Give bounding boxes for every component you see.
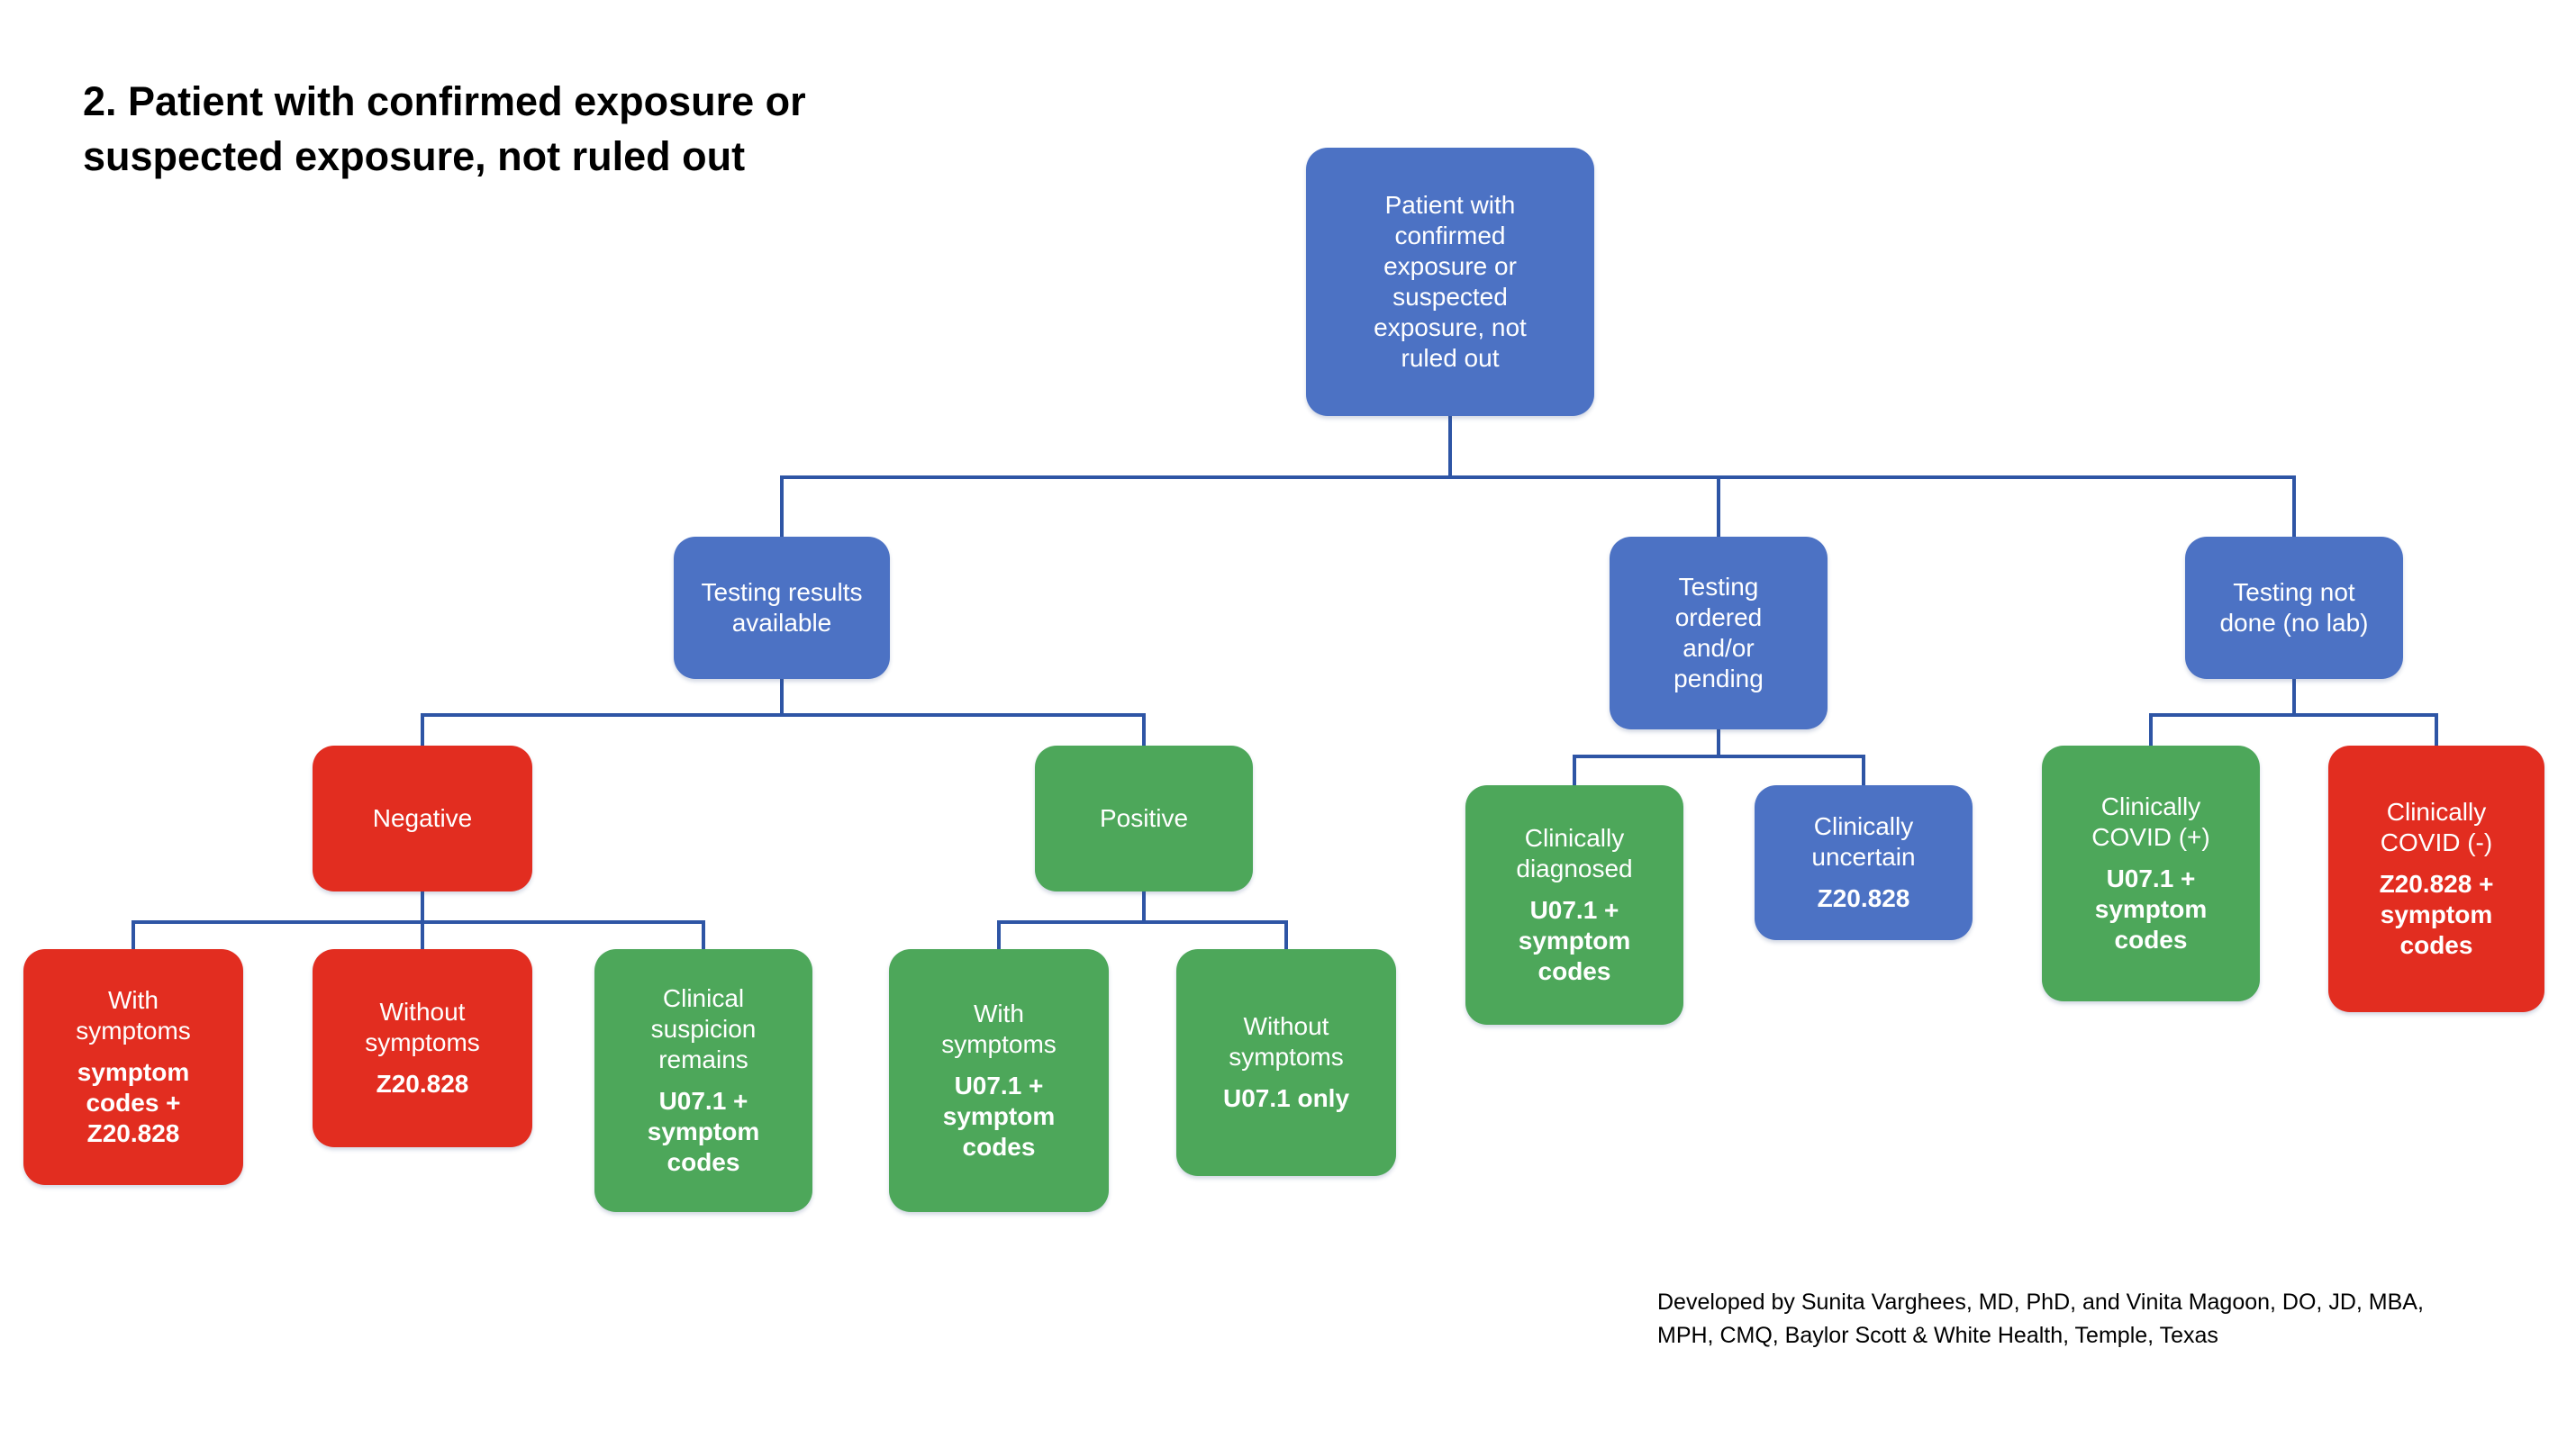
node-label: Clinically diagnosed [1516,823,1633,882]
node-label: Testing ordered and/or pending [1673,572,1764,693]
connector-results-stem [780,679,784,713]
connector-notdone-child1 [2149,713,2153,746]
node-positive: Positive [1035,746,1253,891]
connector-positive-child2 [1284,920,1288,949]
node-testing-not-done: Testing not done (no lab) [2185,537,2403,679]
connector-results-to-negative [421,713,424,746]
connector-level1-middle [1717,475,1720,537]
node-positive-without-symptoms: Without symptoms U07.1 only [1176,949,1396,1176]
connector-notdone-stem [2292,679,2296,713]
node-label: With symptoms [941,999,1057,1058]
node-testing-results-available: Testing results available [674,537,890,679]
connector-ordered-stem [1717,729,1720,755]
node-code: U07.1 + symptom codes [942,1071,1056,1162]
node-clinical-suspicion-remains: Clinical suspicion remains U07.1 + sympt… [594,949,812,1212]
node-label: Patient with confirmed exposure or suspe… [1374,190,1527,373]
page-title: 2. Patient with confirmed exposure or su… [83,78,806,180]
node-code: symptom codes + Z20.828 [77,1057,190,1148]
connector-negative-child3 [702,920,705,949]
node-code: U07.1 only [1222,1084,1350,1113]
node-testing-ordered-pending: Testing ordered and/or pending [1610,537,1828,729]
node-label: Testing results available [701,577,863,637]
node-root-exposure: Patient with confirmed exposure or suspe… [1306,148,1594,416]
node-positive-with-symptoms: With symptoms U07.1 + symptom codes [889,949,1109,1212]
node-clinically-covid-positive: Clinically COVID (+) U07.1 + symptom cod… [2042,746,2260,1001]
node-label: Clinically uncertain [1811,811,1916,871]
node-negative-with-symptoms: With symptoms symptom codes + Z20.828 [23,949,243,1185]
node-code: U07.1 + symptom codes [647,1087,760,1177]
connector-negative-child2 [421,920,424,949]
node-label: Clinical suspicion remains [650,983,757,1073]
node-label: Without symptoms [365,997,480,1056]
connector-level1-right [2292,475,2296,537]
connector-level1-left [780,475,784,537]
connector-level1-horizontal [780,475,2296,479]
connector-results-to-positive [1142,713,1146,746]
node-code: Z20.828 + symptom codes [2379,869,2494,960]
connector-notdone-child2 [2435,713,2438,746]
node-negative: Negative [313,746,532,891]
node-label: Clinically COVID (+) [2091,792,2210,851]
node-label: Clinically COVID (-) [2380,797,2493,856]
node-label: Without symptoms [1229,1011,1344,1071]
node-label: Positive [1099,803,1189,832]
node-label: Negative [372,803,473,832]
connector-positive-child1 [997,920,1001,949]
connector-notdone-horizontal [2149,713,2438,717]
connector-negative-child1 [132,920,135,949]
node-negative-without-symptoms: Without symptoms Z20.828 [313,949,532,1147]
node-clinically-covid-negative: Clinically COVID (-) Z20.828 + symptom c… [2328,746,2544,1012]
connector-positive-horizontal [997,920,1288,924]
node-code: Z20.828 [376,1070,469,1099]
node-label: With symptoms [76,985,191,1045]
connector-results-horizontal [421,713,1146,717]
node-code: U07.1 + symptom codes [2094,864,2208,955]
credit-line-2: MPH, CMQ, Baylor Scott & White Health, T… [1657,1322,2218,1348]
connector-ordered-child2 [1862,755,1865,785]
connector-positive-stem [1142,891,1146,920]
node-code: U07.1 + symptom codes [1518,895,1631,986]
credit-text: Developed by Sunita Varghees, MD, PhD, a… [1657,1286,2468,1352]
node-clinically-uncertain: Clinically uncertain Z20.828 [1755,785,1973,940]
connector-negative-horizontal [132,920,705,924]
node-label: Testing not done (no lab) [2219,577,2369,637]
connector-negative-stem [421,891,424,920]
connector-ordered-horizontal [1573,755,1865,758]
node-clinically-diagnosed: Clinically diagnosed U07.1 + symptom cod… [1465,785,1683,1025]
node-code: Z20.828 [1817,884,1910,913]
connector-ordered-child1 [1573,755,1576,785]
connector-root-stem [1448,416,1452,475]
credit-line-1: Developed by Sunita Varghees, MD, PhD, a… [1657,1290,2424,1315]
